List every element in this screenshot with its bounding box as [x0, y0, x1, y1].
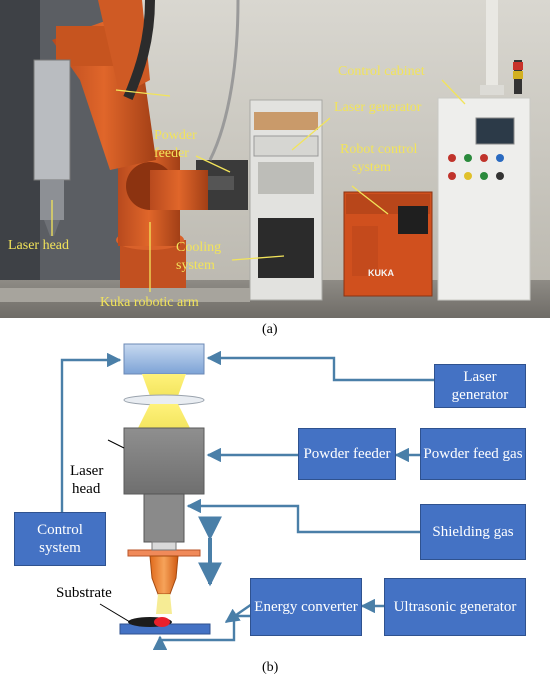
label-robot-control: Robot control [340, 142, 418, 157]
label-substrate: Substrate [56, 585, 112, 601]
arrow-control-system [60, 352, 122, 512]
arrow-energy-converter-direct [224, 603, 253, 623]
schematic-svg [60, 343, 434, 650]
equipment-photo: Control cabinet Laser generator Robot co… [0, 0, 550, 318]
label-robot-control-system: system [352, 160, 391, 175]
label-laser: Laser [70, 463, 104, 479]
box-ultrasonic-generator: Ultrasonic generator [384, 578, 526, 636]
flange [127, 549, 201, 557]
laser-head-tube [143, 493, 185, 543]
schematic-diagram: Laser generator Powder feeder Powder fee… [0, 338, 550, 656]
melt-pool [154, 617, 170, 627]
box-powder-feeder: Powder feeder [298, 428, 396, 480]
powder-spray [156, 594, 172, 614]
nozzle [149, 555, 179, 595]
arrow-shielding-gas [186, 498, 420, 534]
label-head: head [72, 481, 101, 497]
box-powder-feed-gas: Powder feed gas [420, 428, 526, 480]
focusing-lens [123, 394, 205, 406]
label-control-cabinet: Control cabinet [338, 64, 425, 79]
box-laser-generator: Laser generator [434, 364, 526, 408]
label-powder: Powder [154, 128, 197, 143]
arrow-laser-generator [206, 350, 434, 382]
laser-beam [142, 374, 186, 396]
laser-source-block [123, 343, 205, 375]
nozzle-collar [151, 541, 177, 551]
label-cooling: Cooling [176, 240, 222, 255]
substrate-pointer [99, 603, 131, 623]
label-laser-generator: Laser generator [334, 100, 422, 115]
box-shielding-gas: Shielding gas [420, 504, 526, 560]
label-laser-head: Laser head [8, 238, 70, 253]
laser-head-pointer [107, 439, 125, 449]
box-control-system: Control system [14, 512, 106, 566]
laser-beam-lower [138, 404, 190, 428]
caption-a: (a) [262, 322, 278, 337]
laser-head-block [123, 427, 205, 495]
label-feeder: feeder [154, 146, 189, 161]
caption-b: (b) [262, 660, 279, 675]
box-energy-converter: Energy converter [250, 578, 362, 636]
label-kuka-arm: Kuka robotic arm [100, 295, 199, 310]
kuka-logo: KUKA [368, 268, 394, 278]
label-cooling-system: system [176, 258, 215, 273]
photo-illustration [0, 0, 550, 318]
